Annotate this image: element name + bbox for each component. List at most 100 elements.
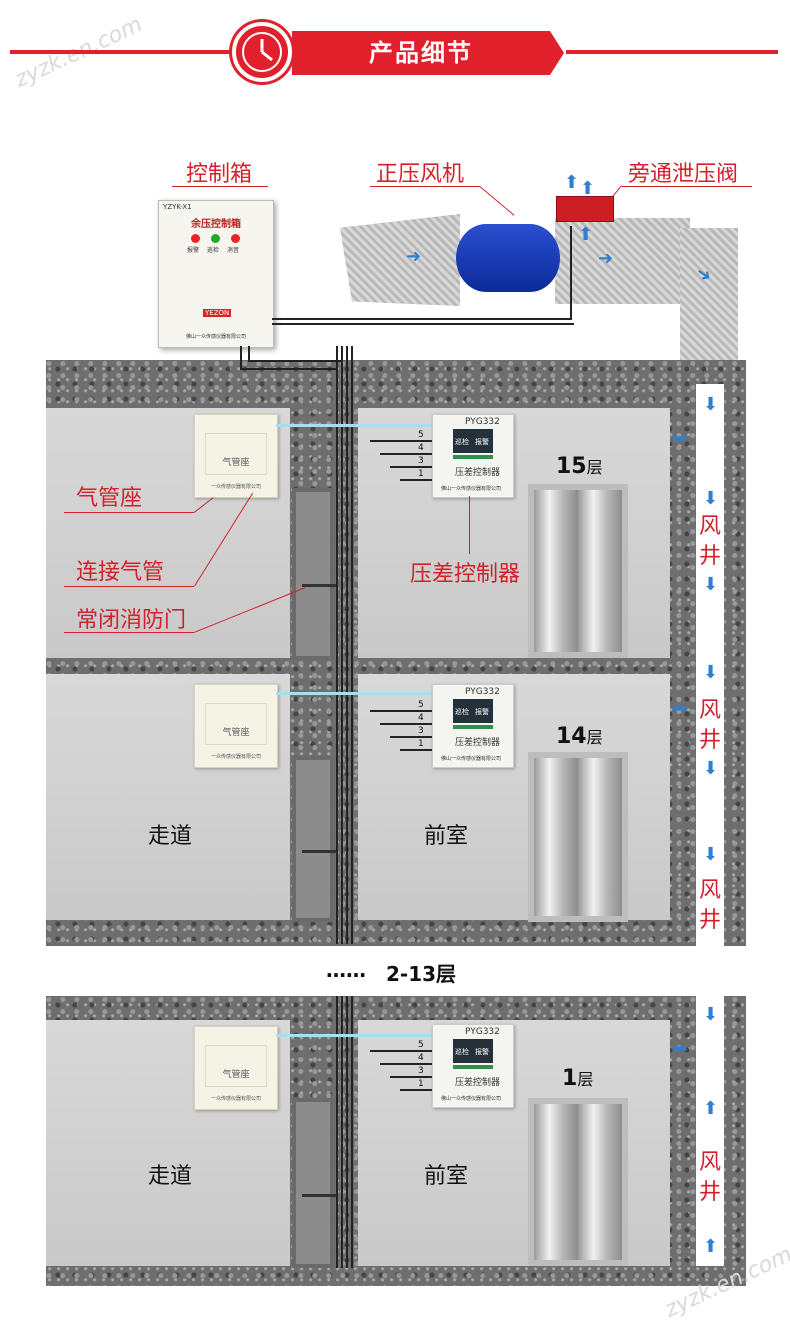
terminal-wire: [380, 723, 432, 725]
floor-number: 14层: [556, 724, 603, 749]
control-box-wire: [248, 360, 341, 362]
shaft-label-char: 井: [698, 728, 721, 753]
alarm-lamp-icon: [191, 234, 200, 243]
callout-fire-door: 常闭消防门: [76, 608, 187, 633]
leader-connect-pipe: [64, 586, 194, 587]
down-arrow-icon: ⬇: [703, 1004, 719, 1025]
terminal-3: 3: [418, 726, 424, 736]
terminal-5: 5: [418, 430, 424, 440]
callout-connect-pipe: 连接气管: [76, 560, 165, 585]
fire-door: [292, 1098, 336, 1268]
control-box: YZYK-X1 余压控制箱 报警 巡检 消音 YEZON 佛山一众传感仪器有限公…: [158, 200, 274, 348]
terminal-1: 1: [418, 739, 424, 749]
down-arrow-icon: ⬇: [703, 758, 719, 779]
gas-seat-company: 一众传感仪器有限公司: [210, 1096, 261, 1102]
control-box-wire: [248, 346, 250, 362]
terminal-1: 1: [418, 1079, 424, 1089]
down-arrow-icon: ⬇: [703, 488, 719, 509]
controller-btn-patrol: 巡检: [455, 438, 469, 446]
control-box-company: 佛山一众传感仪器有限公司: [185, 334, 246, 340]
terminal-wire: [380, 453, 432, 455]
floor-unit: 层: [586, 458, 603, 477]
controller-name: 压差控制器: [455, 468, 501, 478]
brand-logo: YEZON: [203, 309, 232, 317]
fan-wire: [272, 318, 570, 320]
terminal-wire: [370, 710, 432, 712]
leader-control-box: [172, 186, 268, 187]
air-shaft: [696, 384, 724, 946]
controller-name: 压差控制器: [455, 738, 501, 748]
floor-unit: 层: [577, 1070, 594, 1089]
vent-arrow-icon: ⬆: [578, 224, 594, 245]
terminal-4: 4: [418, 1053, 424, 1063]
shaft-label-char: 风: [698, 878, 721, 903]
gas-seat-name: 气管座: [222, 728, 250, 738]
corridor-label: 走道: [148, 824, 193, 849]
leader-fan-diag: [479, 186, 515, 216]
controller-model: PYG332: [465, 417, 500, 427]
terminal-wire: [390, 736, 432, 738]
lamp-label-alarm: 报警: [187, 247, 200, 254]
up-arrow-icon: ⬆: [703, 1236, 719, 1257]
control-box-label: 控制箱: [186, 162, 253, 187]
lamp-label-silence: 消音: [227, 247, 240, 254]
header-line-left: [10, 50, 232, 54]
header-line-right: [566, 50, 778, 54]
callout-controller: 压差控制器: [410, 562, 521, 587]
air-duct-elbow: [680, 228, 738, 383]
signal-wire-bundle: [341, 346, 343, 944]
gas-pipe: [276, 692, 436, 695]
terminal-5: 5: [418, 700, 424, 710]
elevator-door: [528, 1098, 628, 1266]
signal-wire-bundle: [351, 996, 353, 1268]
elevator-door: [528, 484, 628, 658]
airflow-arrow-icon: ➜: [406, 246, 422, 267]
left-arrow-icon: ⬅: [672, 1038, 688, 1059]
omitted-floors-label: 2-13层: [386, 962, 457, 986]
signal-wire-bundle: [346, 996, 348, 1268]
air-shaft: [696, 996, 724, 1266]
gas-seat-name: 气管座: [222, 458, 250, 468]
controller-btn-alarm: 报警: [475, 708, 489, 716]
floor-number: 1层: [562, 1066, 593, 1091]
down-arrow-icon: ⬇: [703, 662, 719, 683]
gas-seat-company: 一众传感仪器有限公司: [210, 484, 261, 490]
terminal-wire: [370, 1050, 432, 1052]
bypass-valve-box: [556, 196, 614, 222]
shaft-label: 风 井: [697, 512, 723, 572]
down-arrow-icon: ⬇: [703, 394, 719, 415]
control-box-wire: [240, 346, 242, 370]
terminal-wire: [400, 479, 432, 481]
control-box-model: YZYK-X1: [163, 203, 192, 211]
leader-fire-door: [64, 632, 194, 633]
gas-pipe: [276, 424, 436, 427]
terminal-wire: [400, 1089, 432, 1091]
terminal-wire: [400, 749, 432, 751]
fan-body: [456, 224, 560, 292]
fan-label: 正压风机: [376, 162, 465, 187]
controller-name: 压差控制器: [455, 1078, 501, 1088]
elevator-door: [528, 752, 628, 922]
shaft-label-char: 风: [698, 698, 721, 723]
air-duct-inlet: [340, 214, 460, 306]
anteroom-label: 前室: [424, 824, 469, 849]
floor-unit: 层: [586, 728, 603, 747]
terminal-1: 1: [418, 469, 424, 479]
anteroom-label: 前室: [424, 1164, 469, 1189]
silence-lamp-icon: [231, 234, 240, 243]
gas-pipe: [276, 1034, 436, 1037]
gas-seat-name: 气管座: [222, 1070, 250, 1080]
left-arrow-icon: ⬅: [672, 428, 688, 449]
terminal-wire: [370, 440, 432, 442]
bypass-valve-label: 旁通泄压阀: [628, 162, 739, 187]
up-arrow-icon: ⬆: [703, 1098, 719, 1119]
leader-gas-seat: [64, 512, 194, 513]
callout-gas-seat: 气管座: [76, 486, 143, 511]
gas-seat-company: 一众传感仪器有限公司: [210, 754, 261, 760]
signal-wire-bundle: [346, 346, 348, 944]
terminal-5: 5: [418, 1040, 424, 1050]
section-title: 产品细节: [292, 31, 564, 75]
clock-icon: [232, 22, 292, 82]
shaft-label-char: 井: [698, 1180, 721, 1205]
airflow-arrow-icon: ➜: [598, 248, 614, 269]
